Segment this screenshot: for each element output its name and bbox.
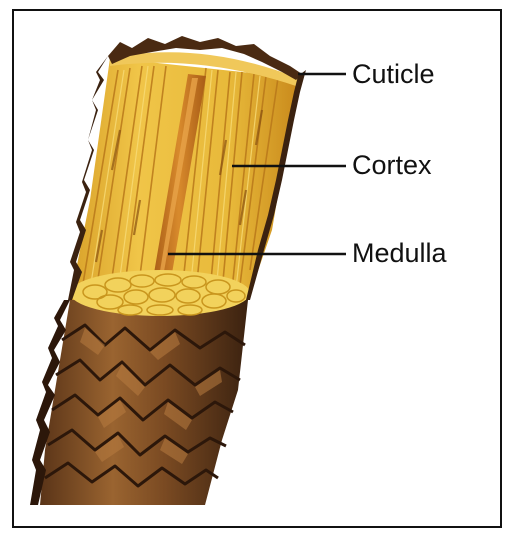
cortex-label: Cortex bbox=[352, 152, 432, 179]
cuticle-label: Cuticle bbox=[352, 61, 435, 88]
medulla-label: Medulla bbox=[352, 240, 447, 267]
hair-shaft-lower bbox=[30, 300, 248, 505]
cross-section-cells bbox=[70, 270, 250, 316]
